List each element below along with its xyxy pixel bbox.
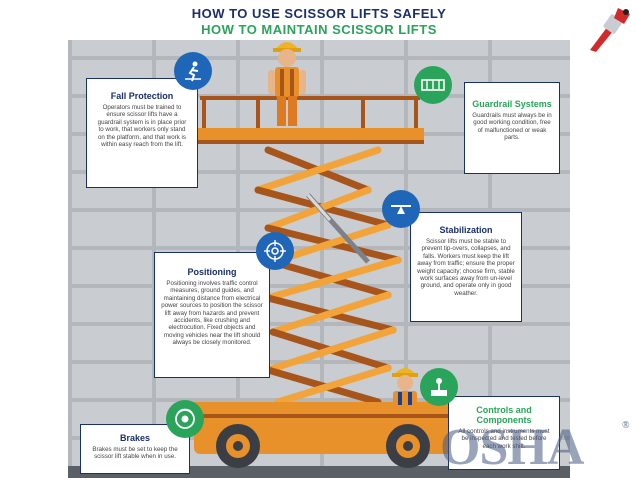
card-fall-protection: Fall Protection Operators must be traine… xyxy=(86,78,198,188)
card-positioning-text: Positioning involves traffic control mea… xyxy=(161,280,263,347)
card-guardrail: Guardrail Systems Guardrails must always… xyxy=(464,82,560,174)
osha-watermark: OSHA ® xyxy=(440,418,638,478)
card-fall-protection-title: Fall Protection xyxy=(110,91,174,101)
joystick-icon xyxy=(420,368,458,406)
target-icon xyxy=(256,232,294,270)
scissor-arms xyxy=(254,146,402,406)
worker-at-base xyxy=(392,368,418,405)
title-line-2: HOW TO MAINTAIN SCISSOR LIFTS xyxy=(201,22,437,37)
guardrail-icon xyxy=(414,66,452,104)
worker-on-platform xyxy=(268,42,306,126)
stabilization-icon xyxy=(382,190,420,228)
card-controls: Controls and Components All controls and… xyxy=(448,396,560,470)
lift-wheels xyxy=(216,424,430,468)
paint-brush-logo-icon xyxy=(582,6,634,52)
card-controls-title: Controls and Components xyxy=(476,405,532,425)
card-controls-text: All controls and instruments must be ins… xyxy=(458,428,550,450)
card-stabilization-title: Stabilization xyxy=(439,225,493,235)
scissor-lift-illustration xyxy=(188,42,460,468)
brake-wheel-icon xyxy=(166,400,204,438)
osha-registered-mark: ® xyxy=(622,420,630,431)
card-brakes-title: Brakes xyxy=(119,433,151,443)
card-guardrail-title: Guardrail Systems xyxy=(472,99,552,109)
title-line-1: HOW TO USE SCISSOR LIFTS SAFELY xyxy=(191,6,447,21)
card-stabilization: Stabilization Scissor lifts must be stab… xyxy=(410,212,522,322)
platform-guardrail xyxy=(200,96,420,130)
ground-strip xyxy=(68,466,570,478)
card-guardrail-text: Guardrails must always be in good workin… xyxy=(472,112,552,142)
title-header: HOW TO USE SCISSOR LIFTS SAFELY HOW TO M… xyxy=(68,0,570,40)
infographic-panel: HOW TO USE SCISSOR LIFTS SAFELY HOW TO M… xyxy=(68,0,570,478)
card-positioning-title: Positioning xyxy=(187,267,237,277)
card-stabilization-text: Scissor lifts must be stable to prevent … xyxy=(417,238,515,297)
card-fall-protection-text: Operators must be trained to ensure scis… xyxy=(97,104,187,149)
osha-watermark-text: OSHA xyxy=(440,419,584,476)
card-brakes-text: Brakes must be set to keep the scissor l… xyxy=(92,446,178,461)
card-positioning: Positioning Positioning involves traffic… xyxy=(154,252,270,378)
worker-falling-icon xyxy=(174,52,212,90)
